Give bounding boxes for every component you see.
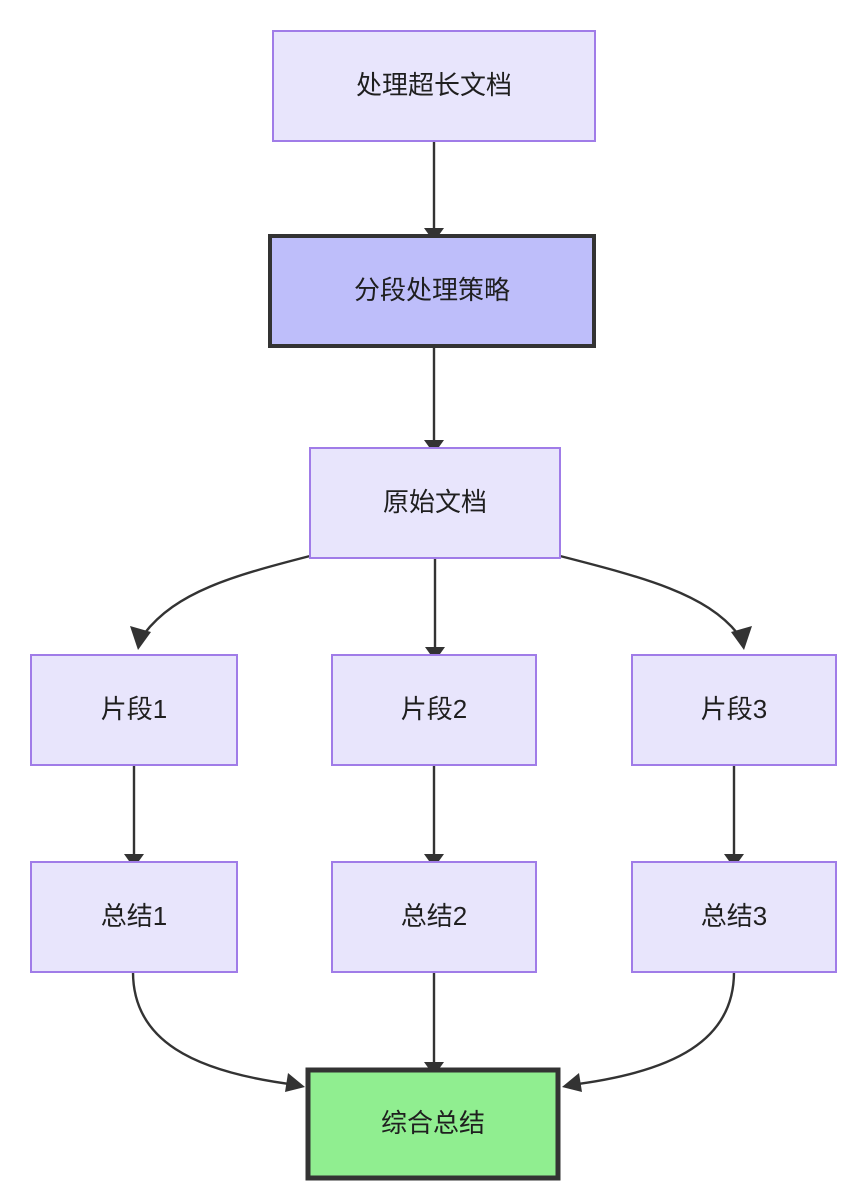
node-label-n10: 综合总结 [381,1108,485,1138]
node-n6[interactable]: 片段3 [631,654,837,766]
node-n9[interactable]: 总结3 [631,861,837,973]
edges-layer [131,141,739,1087]
node-label-n8: 总结2 [401,901,467,931]
node-n4[interactable]: 片段1 [30,654,238,766]
node-box-n6[interactable] [631,654,837,766]
node-label-n7: 总结1 [101,901,167,931]
node-label-n1: 处理超长文档 [356,70,512,100]
node-n3[interactable]: 原始文档 [309,447,561,559]
arrowhead-icon [562,1073,582,1092]
node-label-n5: 片段2 [401,694,467,724]
arrowhead-icon [130,626,151,650]
node-box-n7[interactable] [30,861,238,973]
node-box-n3[interactable] [309,447,561,559]
node-box-n8[interactable] [331,861,537,973]
arrowhead-icon [285,1073,305,1092]
node-label-n3: 原始文档 [383,487,487,517]
node-box-n2[interactable] [268,234,596,348]
node-label-n6: 片段3 [701,694,767,724]
node-label-n4: 片段1 [101,694,167,724]
node-box-n10[interactable] [305,1067,561,1181]
node-box-n9[interactable] [631,861,837,973]
node-label-n9: 总结3 [701,901,767,931]
edge-n7-to-n10 [131,971,298,1087]
node-label-n2: 分段处理策略 [354,275,510,305]
node-n10[interactable]: 综合总结 [305,1067,561,1181]
node-n1[interactable]: 处理超长文档 [272,30,596,142]
node-n2[interactable]: 分段处理策略 [268,234,596,348]
arrowhead-icon [731,626,752,650]
edge-n3-to-n6 [559,554,739,635]
node-box-n1[interactable] [272,30,596,142]
node-box-n5[interactable] [331,654,537,766]
node-n7[interactable]: 总结1 [30,861,238,973]
node-n5[interactable]: 片段2 [331,654,537,766]
node-box-n4[interactable] [30,654,238,766]
edge-n9-to-n10 [569,971,736,1087]
node-n8[interactable]: 总结2 [331,861,537,973]
edge-n3-to-n4 [143,554,311,635]
